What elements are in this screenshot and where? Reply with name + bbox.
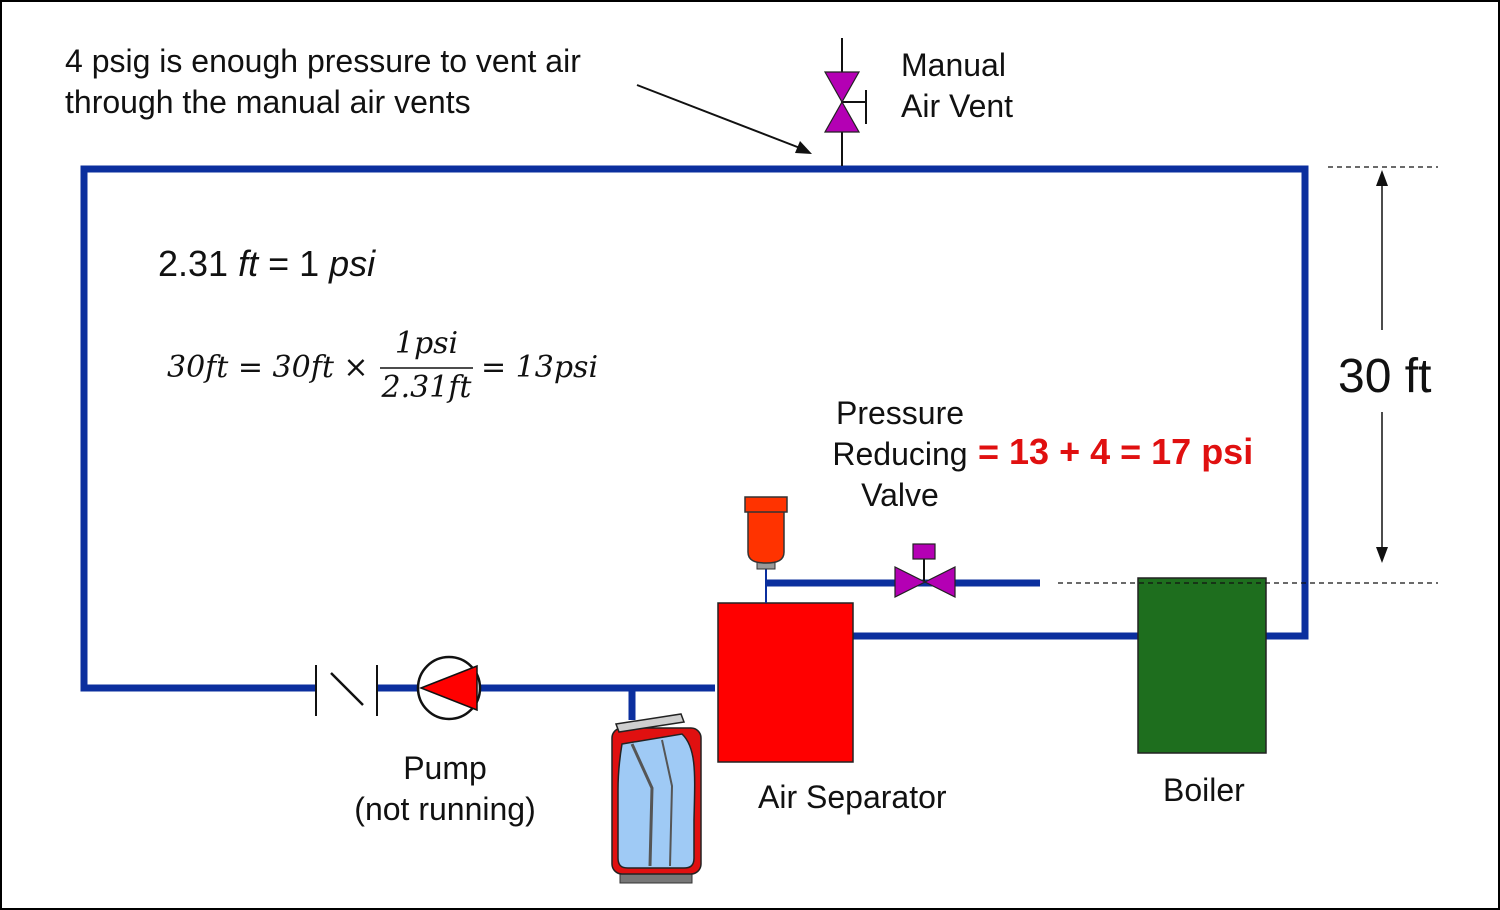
- height-label: 30 ft: [1338, 350, 1432, 403]
- check-valve: [315, 665, 378, 716]
- prv-label-line2: Reducing: [832, 436, 968, 472]
- manual-air-vent-label-line2: Air Vent: [901, 88, 1014, 124]
- pump-label-line2: (not running): [354, 791, 536, 827]
- pressure-reducing-valve-icon: [894, 543, 956, 598]
- conversion-eq: = 1: [258, 243, 330, 284]
- annotation-vent-line1: 4 psig is enough pressure to vent air: [65, 43, 581, 79]
- annotation-arrow: [636, 84, 812, 154]
- conversion-lhs-value: 2.31: [158, 243, 239, 284]
- result-calculation: = 13 + 4 = 17 psi: [978, 431, 1254, 472]
- air-separator-label: Air Separator: [758, 779, 947, 815]
- prv-label-line1: Pressure: [835, 395, 965, 431]
- prv-label-line3: Valve: [861, 477, 939, 513]
- boiler-label: Boiler: [1163, 772, 1245, 808]
- air-separator-body: [717, 602, 854, 763]
- expansion-tank-icon: [611, 713, 702, 884]
- automatic-air-vent-icon: [744, 496, 788, 570]
- pump-label-line1: Pump: [403, 750, 487, 786]
- equation-denominator: 2.31ft: [381, 370, 472, 405]
- conversion-factor: 2.31 ft = 1 psi: [158, 244, 375, 284]
- height-dimension-arrow: [1376, 170, 1388, 563]
- boiler-body: [1137, 577, 1267, 754]
- equation-right: = 13psi: [481, 350, 599, 385]
- manual-air-vent-icon: [823, 38, 867, 166]
- annotation-vent-line2: through the manual air vents: [65, 84, 471, 120]
- manual-air-vent-label-line1: Manual: [901, 47, 1006, 83]
- pump-icon: [416, 655, 482, 721]
- equation-numerator: 1psi: [394, 326, 459, 361]
- pipe-top-left-return: [80, 165, 1309, 692]
- equation-left: 30ft = 30ft ×: [167, 350, 369, 385]
- conversion-rhs-unit: psi: [329, 243, 376, 284]
- conversion-lhs-unit: ft: [238, 243, 259, 284]
